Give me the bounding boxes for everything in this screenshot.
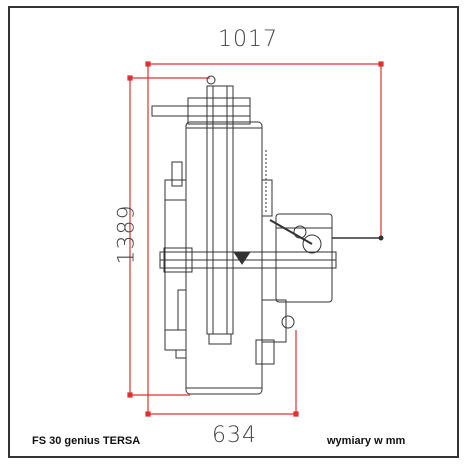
gear-wheel: [302, 234, 322, 254]
depth-dimension-label: 634: [212, 423, 257, 448]
top-housing: [187, 97, 251, 125]
gearbox: [275, 213, 333, 303]
left-panel: [164, 179, 187, 351]
width-dimension-label: 1017: [218, 27, 278, 52]
machine-outline: [151, 75, 384, 395]
units-caption: wymiary w mm: [327, 435, 406, 447]
depth-dimension-marker-left: [145, 411, 151, 417]
vertical-column: [206, 85, 234, 335]
triangle-marker: [233, 251, 251, 265]
lifting-eye: [206, 75, 216, 85]
top-handle: [151, 105, 251, 117]
dimension-lines: [127, 61, 384, 417]
main-drum: [185, 121, 263, 395]
height-dimension-label: 1389: [114, 204, 140, 265]
model-caption: FS 30 genius TERSA: [32, 435, 141, 447]
